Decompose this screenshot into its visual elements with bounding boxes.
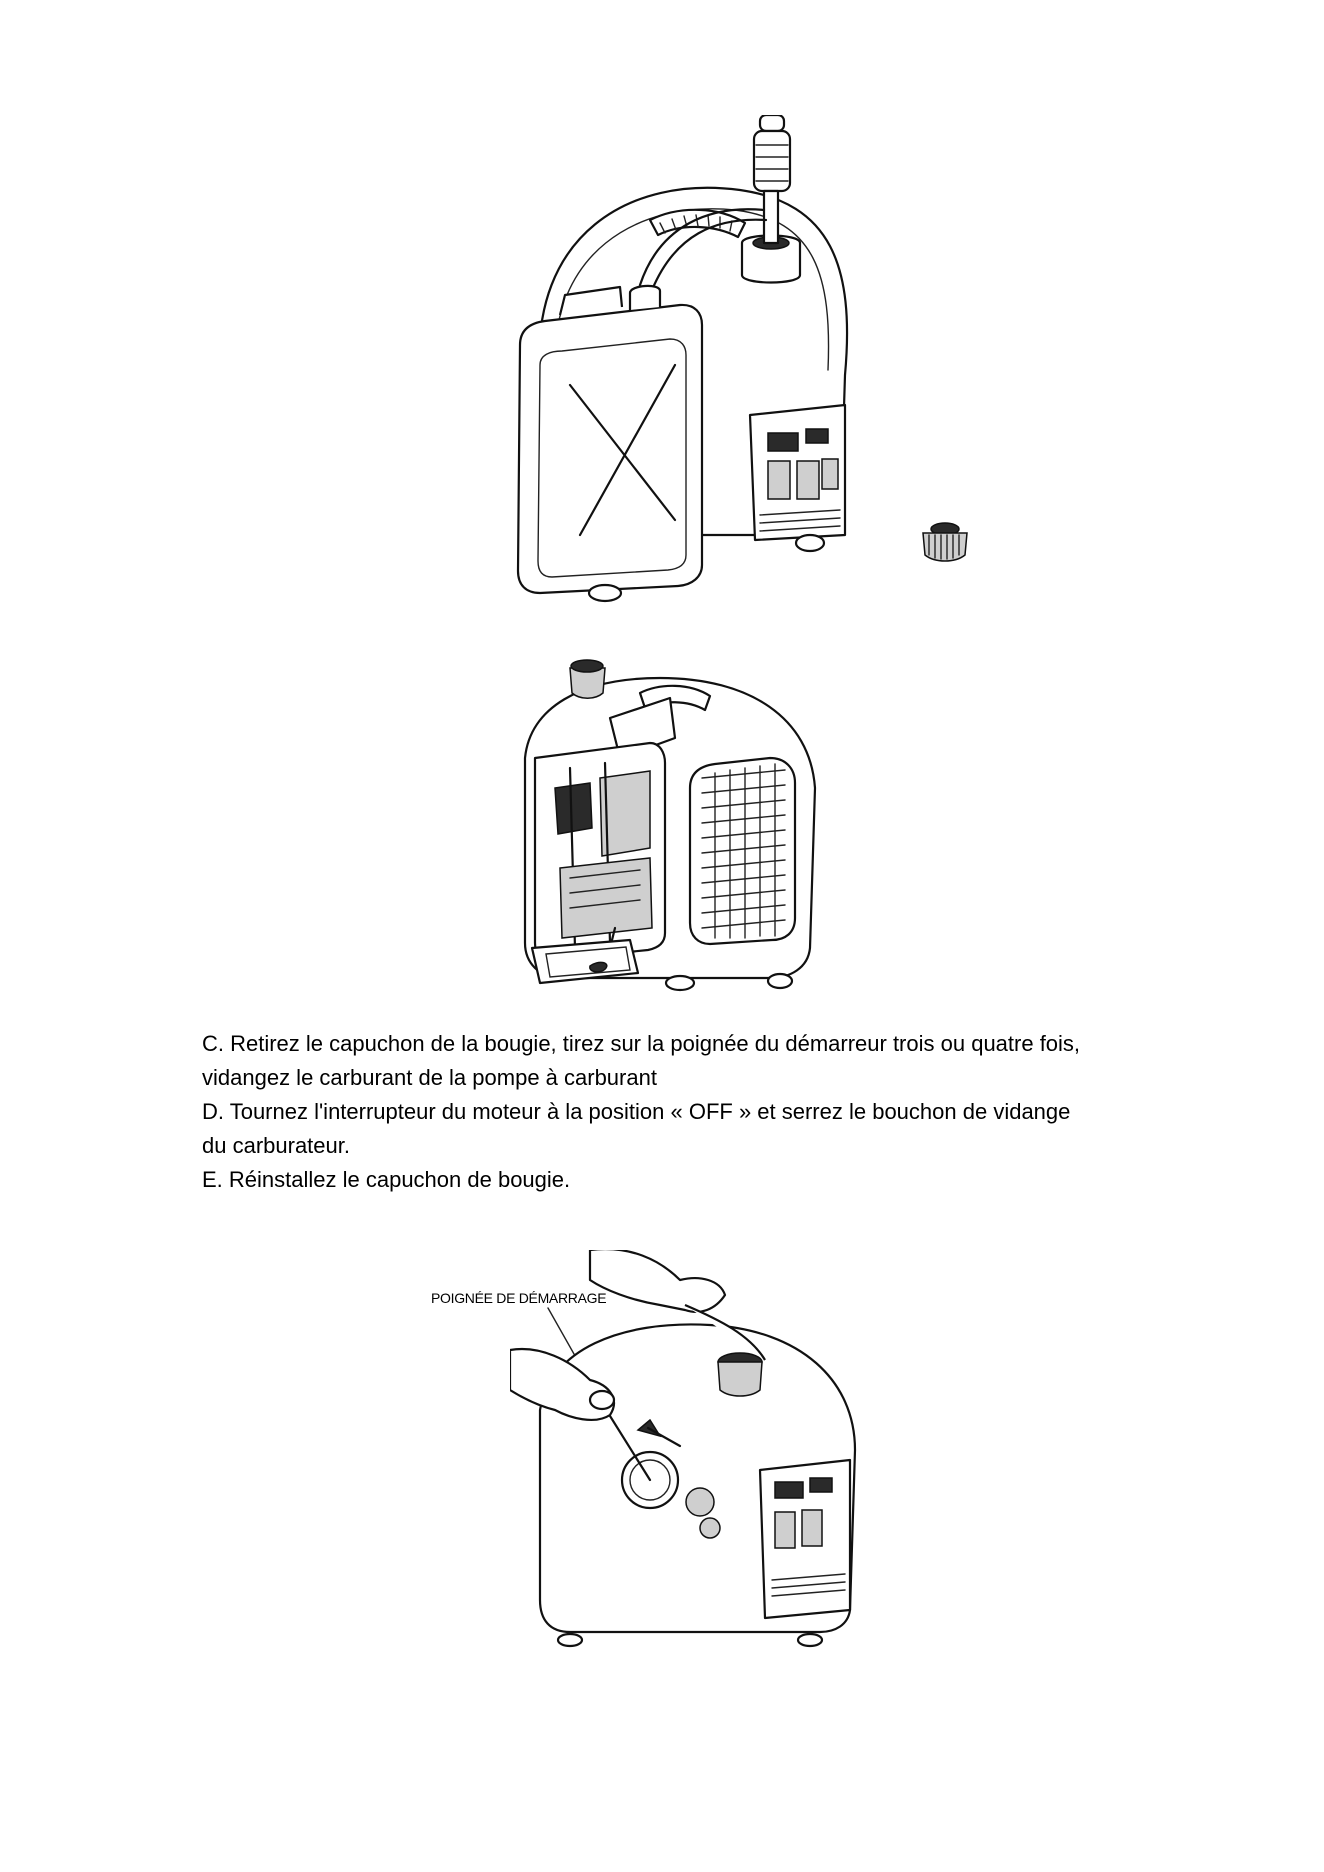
figure-pull-starter <box>510 1250 880 1650</box>
instruction-line-c: C. Retirez le capuchon de la bougie, tir… <box>202 1031 1081 1056</box>
fuel-cap-illustration <box>915 515 975 565</box>
fuel-cap-icon <box>922 522 968 562</box>
generator-drain-illustration <box>523 659 817 992</box>
figure-carburetor-drain <box>510 648 830 998</box>
generator-siphon-illustration <box>516 115 849 603</box>
generator-starter-illustration <box>510 1250 857 1648</box>
starter-handle-callout: POIGNÉE DE DÉMARRAGE <box>431 1290 607 1306</box>
instruction-text: C. Retirez le capuchon de la bougie, tir… <box>202 1027 1142 1197</box>
instruction-line-d-cont: du carburateur. <box>202 1133 350 1158</box>
instruction-line-d: D. Tournez l'interrupteur du moteur à la… <box>202 1099 1071 1124</box>
figure-fuel-siphon <box>510 115 970 605</box>
instruction-line-e: E. Réinstallez le capuchon de bougie. <box>202 1167 571 1192</box>
instruction-line-c-cont: vidangez le carburant de la pompe à carb… <box>202 1065 657 1090</box>
